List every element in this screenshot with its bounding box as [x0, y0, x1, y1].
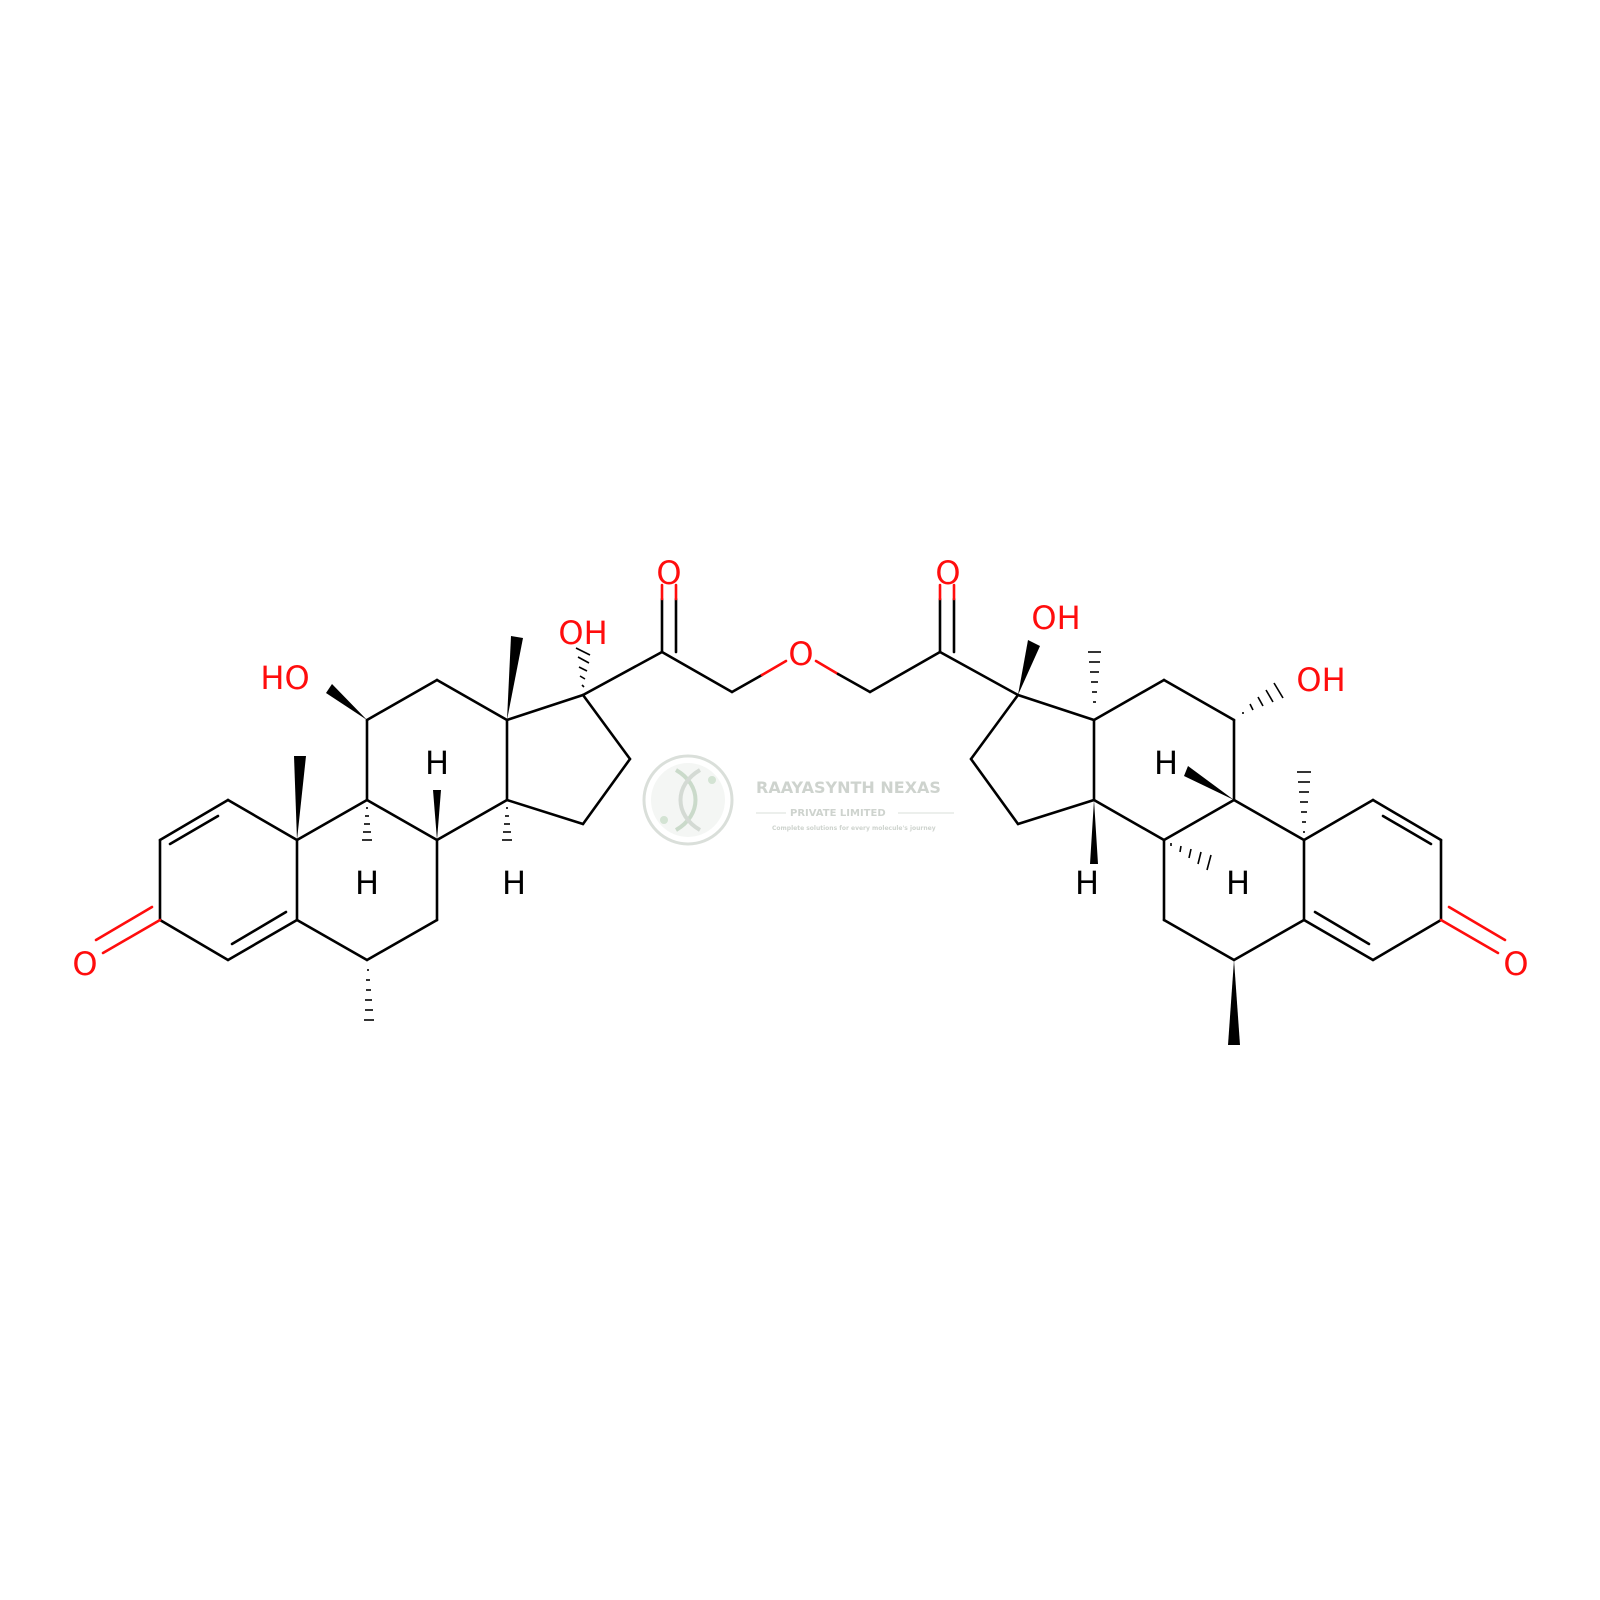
atom-label-oxygen: O	[656, 554, 681, 592]
atom-label-hydrogen: H	[1154, 744, 1178, 782]
left-steroid: O HO OH O H H H	[72, 554, 788, 1021]
watermark-tagline: Complete solutions for every molecule's …	[772, 825, 936, 832]
wedge-bond	[1018, 640, 1040, 695]
atom-label-oxygen: O	[935, 554, 960, 592]
hash-bond	[1170, 843, 1212, 871]
hash-bond	[1297, 771, 1311, 833]
wedge-bond	[507, 636, 523, 720]
hash-bond	[364, 969, 374, 1021]
watermark-subtitle: PRIVATE LIMITED	[790, 808, 886, 819]
wedge-bond	[1090, 800, 1098, 864]
hash-bond	[1242, 682, 1284, 714]
atom-label-hydroxyl: OH	[1031, 599, 1080, 637]
atom-label-hydroxyl: HO	[260, 659, 309, 697]
wedge-bond	[433, 790, 441, 840]
hash-bond	[1088, 651, 1101, 703]
wedge-bond	[1184, 766, 1234, 800]
atom-label-hydrogen: H	[425, 744, 449, 782]
dna-helix-icon	[642, 754, 734, 846]
hash-bond	[575, 647, 591, 688]
right-steroid: O OH OH O H H H	[814, 554, 1529, 1045]
hash-bond	[362, 807, 372, 841]
watermark: RAAYASYNTH NEXAS PRIVATE LIMITED Complet…	[642, 754, 954, 846]
atom-label-hydrogen: H	[1075, 864, 1099, 902]
atom-label-hydrogen: H	[502, 864, 526, 902]
atom-label-ether-oxygen: O	[788, 635, 813, 673]
atom-label-hydrogen: H	[355, 864, 379, 902]
wedge-bond	[326, 684, 367, 720]
atom-label-hydrogen: H	[1226, 864, 1250, 902]
wedge-bond	[1228, 960, 1240, 1045]
watermark-title: RAAYASYNTH NEXAS	[756, 778, 941, 797]
hash-bond	[502, 807, 512, 841]
atom-label-hydroxyl: OH	[558, 614, 607, 652]
atom-label-hydroxyl: OH	[1296, 661, 1345, 699]
atom-label-oxygen: O	[72, 945, 97, 983]
atom-label-oxygen: O	[1503, 945, 1528, 983]
wedge-bond	[294, 756, 306, 840]
